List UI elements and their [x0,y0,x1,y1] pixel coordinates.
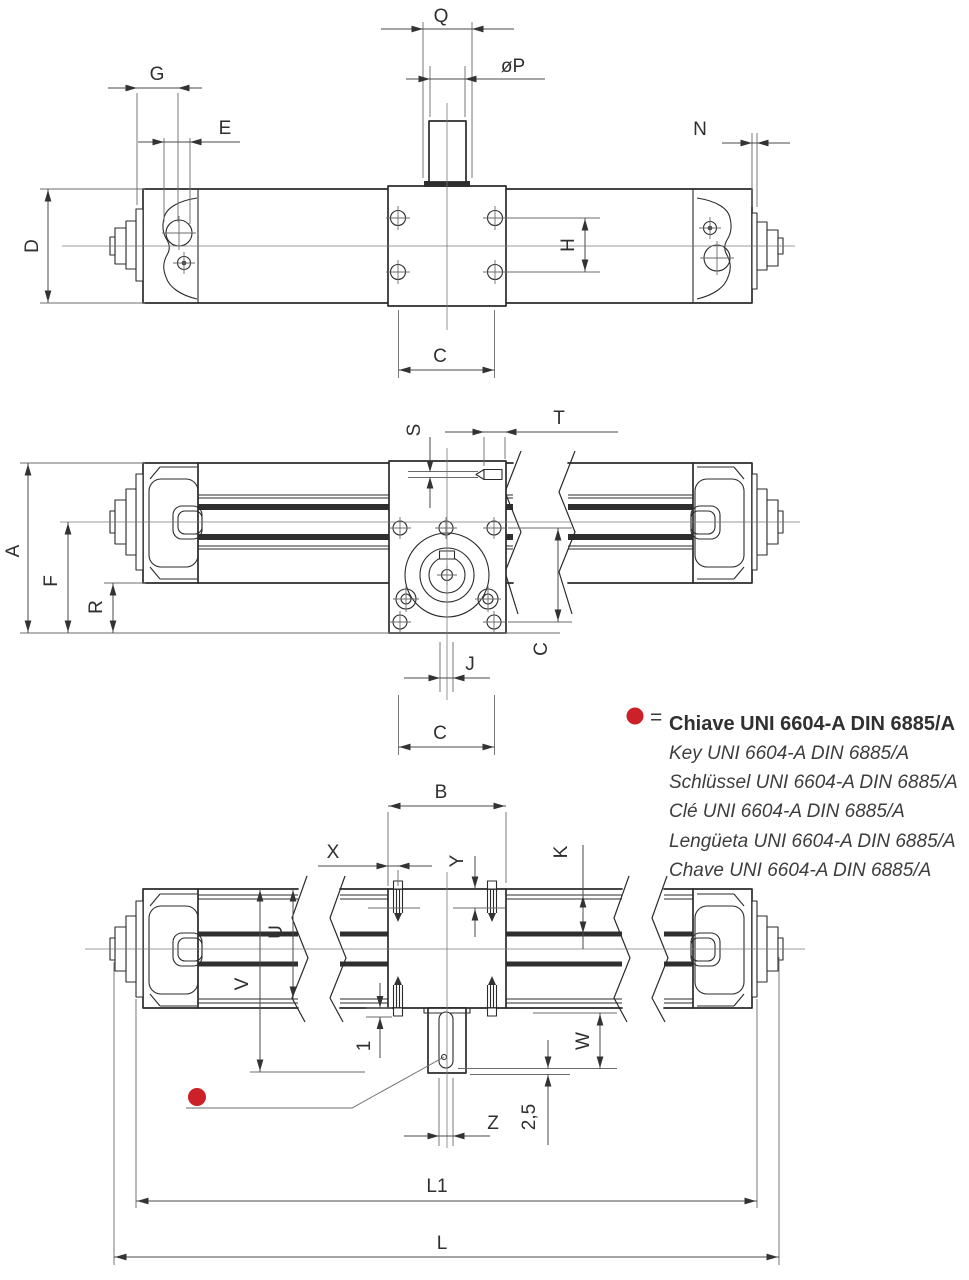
output-shaft-top [428,120,467,183]
legend-title: Chiave UNI 6604-A DIN 6885/A [669,713,955,735]
front-view: S T A F R [3,408,800,883]
dim-label-C-bottom: C [433,723,447,744]
dim-label-Q: Q [434,6,449,27]
top-right-adjuster [751,212,784,290]
key-marker-red-dot-icon [188,1088,206,1106]
dim-T: T [445,408,618,466]
dim-label-X: X [327,842,340,863]
dim-label-L1: L1 [426,1176,447,1197]
dim-label-H: H [558,238,579,252]
dim-S: S [404,424,478,508]
dim-label-G: G [150,64,165,85]
keyway-slot [438,1011,454,1069]
break-line [504,450,522,615]
dim-label-J: J [465,654,475,675]
cylinder-tubes [197,888,694,1009]
dim-B: B [387,782,507,883]
legend-translation-fr: Clé UNI 6604-A DIN 6885/A [669,801,905,822]
dim-label-two-five: 2,5 [519,1104,540,1130]
top-left-adjuster [109,208,144,282]
dim-label-L: L [437,1233,448,1254]
dim-C-top: C [398,310,495,378]
legend-translation-en: Key UNI 6604-A DIN 6885/A [669,743,909,764]
dim-label-V: V [232,977,253,990]
dim-label-C-vertical: C [531,642,552,656]
dim-label-U: U [266,925,287,939]
break-line [651,875,669,1023]
dim-label-E: E [219,118,232,139]
legend-translation-de: Schlüssel UNI 6604-A DIN 6885/A [669,772,958,793]
dim-R: R [86,582,146,633]
dim-L: L [113,957,780,1265]
dim-label-one: 1 [354,1041,375,1052]
dim-Q: Q [381,6,514,178]
dim-U: U [266,889,297,999]
dim-label-S: S [404,424,425,437]
dim-H: H [503,217,600,273]
leader-dot [440,1053,448,1061]
front-right-nut [690,466,745,580]
legend-translation-es: Lengüeta UNI 6604-A DIN 6885/A [669,831,956,852]
break-line [558,450,576,615]
dim-Y: Y [447,854,479,937]
dim-D: D [22,188,145,304]
dim-label-F: F [41,575,62,587]
dim-G: G [108,64,202,222]
dim-label-Z: Z [487,1113,499,1134]
key-legend: = Chiave UNI 6604-A DIN 6885/A Key UNI 6… [626,706,958,881]
front-flange-block [388,460,507,634]
dim-label-P: øP [501,56,525,77]
dim-F: F [41,522,72,633]
dim-label-N: N [693,119,707,140]
break-line [291,875,309,1023]
top-left-ports [162,197,198,300]
front-left-cap [142,462,199,584]
dim-label-A: A [3,544,24,557]
legend-translation-pt: Chave UNI 6604-A DIN 6885/A [669,860,931,881]
dim-P: øP [406,56,545,117]
dim-C-bottom: C [398,695,495,755]
dim-X: X [318,842,432,886]
dim-L1: L1 [135,999,758,1208]
bottom-left-nut [148,893,203,1007]
bottom-right-nut [690,893,745,1007]
dim-label-B: B [435,782,448,803]
dim-label-K: K [551,845,572,858]
dim-one: 1 [354,983,392,1058]
key-leader-line [186,1056,445,1109]
dim-label-C: C [433,346,447,367]
top-view: Q øP G E N [22,6,795,378]
cushion-screws [368,880,505,1017]
break-line [613,875,631,1023]
legend-equals: = [650,706,662,729]
dim-label-Y: Y [447,854,468,867]
dim-J: J [404,642,490,692]
dim-K: K [551,845,587,949]
bottom-view: X Y K U V 1 [85,842,805,1265]
dim-E: E [138,118,240,224]
bottom-left-cap [142,888,199,1009]
adjuster-pin [475,468,503,481]
dim-label-W: W [573,1032,594,1050]
dim-W: W [458,1012,617,1069]
dim-V: V [232,889,365,1073]
front-left-nut [148,466,203,580]
dim-N: N [693,119,790,207]
dim-A: A [3,462,560,634]
break-line [329,875,347,1023]
dim-label-D: D [22,239,43,253]
dim-Z: Z [404,1078,499,1146]
top-mounting-holes [386,206,507,284]
top-right-ports [696,197,734,300]
dim-two-five: 2,5 [470,1040,570,1145]
dim-label-T: T [553,408,565,429]
front-right-cap [692,462,753,584]
dim-label-R: R [86,600,107,614]
legend-red-dot-icon [626,707,644,725]
dim-C-vertical: C [508,527,572,656]
